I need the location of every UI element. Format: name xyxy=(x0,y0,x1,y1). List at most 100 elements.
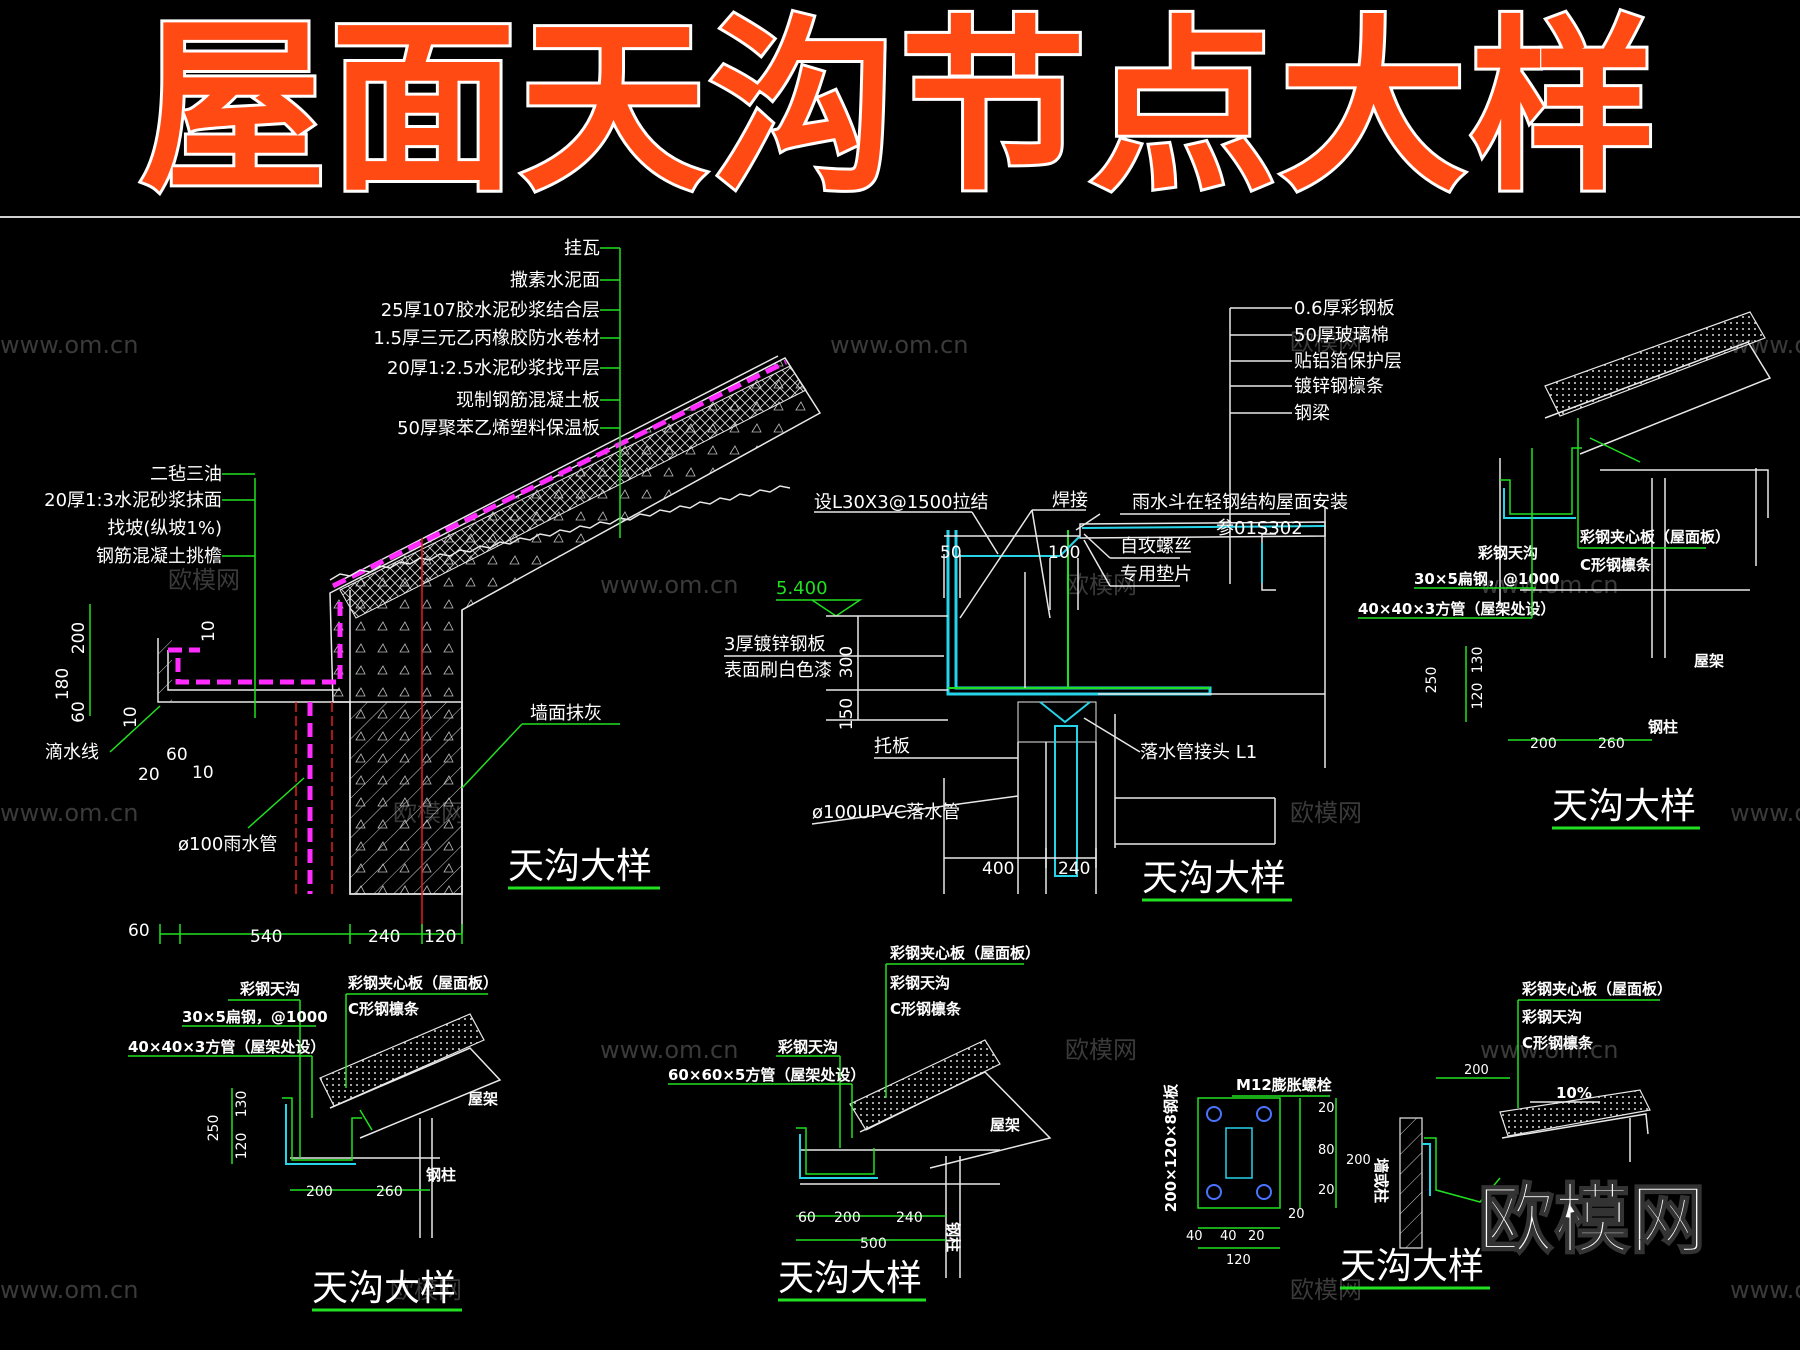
watermark: 欧模网 xyxy=(1290,799,1362,827)
watermark: www.om.cn xyxy=(600,571,738,599)
title-banner: 屋面天沟节点大样 xyxy=(0,0,1800,218)
d1-layer-label: 1.5厚三元乙丙橡胶防水卷材 xyxy=(373,328,600,349)
d6-dim: 200 xyxy=(1464,1063,1489,1078)
d2-elev-label: 5.400 xyxy=(776,578,828,599)
d2-tray-label: 托板 xyxy=(874,736,910,757)
d3-label: 彩钢夹心板（屋面板） xyxy=(1579,528,1730,546)
d1-layer-label: 20厚1:2.5水泥砂浆找平层 xyxy=(387,358,600,379)
d6-dim: 120 xyxy=(1226,1253,1251,1268)
d3-dim: 130 xyxy=(1470,647,1486,674)
d6-dim: 20 xyxy=(1318,1183,1335,1198)
d3-label: 彩钢天沟 xyxy=(1477,544,1538,562)
d6-dim: 20 xyxy=(1248,1229,1265,1244)
d4-dim: 120 xyxy=(234,1133,250,1160)
d5-label: 彩钢天沟 xyxy=(889,974,950,992)
d1-caption: 天沟大样 xyxy=(508,846,652,887)
d6-slope: 10% xyxy=(1556,1084,1592,1102)
d2-layer-label: 镀锌钢檩条 xyxy=(1294,376,1384,397)
d6-dim: 20 xyxy=(1318,1101,1335,1116)
d1-layer-label: 50厚聚苯乙烯塑料保温板 xyxy=(397,418,600,439)
d1-wall-label: 墙面抹灰 xyxy=(530,703,602,724)
d4-label: 彩钢夹心板（屋面板） xyxy=(347,974,498,992)
d6-dim: 200 xyxy=(1346,1153,1371,1168)
d2-weld-label: 焊接 xyxy=(1052,490,1088,511)
d5-dim: 240 xyxy=(896,1210,923,1226)
d2-plate-label: 3厚镀锌钢板 xyxy=(724,634,825,655)
d2-plate-label: 表面刷白色漆 xyxy=(724,660,832,681)
d1-dim: 200 xyxy=(69,622,89,654)
brand-watermark: 欧模网 xyxy=(1477,1174,1707,1265)
d1-dim-small: 60 xyxy=(166,745,188,765)
cad-drawing-canvas: 欧模网 www.om.cn www.om.cn www.om.cn 欧模网 欧模… xyxy=(0,238,1800,1312)
d4-label: C形钢檩条 xyxy=(348,1000,420,1018)
d6-dim: 20 xyxy=(1288,1207,1305,1222)
detail-3-steel-gutter: 彩钢天沟 彩钢夹心板（屋面板） 30×5扁钢，@1000 C形钢檩条 40×40… xyxy=(1358,311,1772,830)
d2-screw-label: 自攻螺丝 xyxy=(1120,536,1192,557)
d2-dim: 150 xyxy=(837,698,857,730)
detail-1-concrete-gutter: 挂瓦 撒素水泥面 25厚107胶水泥砂浆结合层 1.5厚三元乙丙橡胶防水卷材 2… xyxy=(44,238,822,947)
d1-layer-label: 挂瓦 xyxy=(564,238,600,259)
d1-dim: 60 xyxy=(69,701,89,723)
detail-4-steel-gutter: 彩钢天沟 彩钢夹心板（屋面板） 30×5扁钢，@1000 C形钢檩条 40×40… xyxy=(128,974,502,1312)
d4-label: 屋架 xyxy=(468,1090,498,1108)
d1-dim: 180 xyxy=(53,668,73,700)
detail-6-wall-gutter: M12膨胀螺栓 200×120×8钢板 20 80 20 200 20 40 4… xyxy=(1162,980,1672,1290)
d1-dim-small: 10 xyxy=(199,620,219,642)
d6-label: 200×120×8钢板 xyxy=(1162,1083,1180,1212)
d2-dim: 300 xyxy=(837,646,857,678)
d4-dim: 260 xyxy=(376,1184,403,1200)
watermark: www.om.cn xyxy=(0,799,138,827)
page-title: 屋面天沟节点大样 xyxy=(137,0,1660,218)
watermark: www.om.cn xyxy=(1480,571,1618,599)
d5-label: 钢柱 xyxy=(944,1222,962,1252)
d1-layer-labels: 挂瓦 撒素水泥面 25厚107胶水泥砂浆结合层 1.5厚三元乙丙橡胶防水卷材 2… xyxy=(373,238,620,439)
d3-dim: 120 xyxy=(1470,683,1486,710)
title-divider xyxy=(0,216,1800,218)
d4-dim: 200 xyxy=(306,1184,333,1200)
d2-ref-label: 参01S302 xyxy=(1216,518,1303,539)
d2-layer-label: 钢梁 xyxy=(1294,403,1330,424)
watermark: www.om.cn xyxy=(1730,799,1800,827)
d2-washer-label: 专用垫片 xyxy=(1120,564,1192,585)
watermark: 欧模网 xyxy=(390,1276,462,1304)
d2-dim: 240 xyxy=(1058,859,1090,879)
d3-label: 40×40×3方管（屋架处设） xyxy=(1358,600,1555,618)
d1-dim-small: 10 xyxy=(192,763,214,783)
d1-note: 二毡三油 xyxy=(150,464,222,485)
watermark: www.om.cn xyxy=(1730,1276,1800,1304)
d6-label: 彩钢夹心板（屋面板） xyxy=(1521,980,1672,998)
d2-dim: 50 xyxy=(940,543,962,563)
d4-dim: 130 xyxy=(234,1091,250,1118)
d2-layer-label: 0.6厚彩钢板 xyxy=(1294,298,1395,319)
d2-dim: 400 xyxy=(982,859,1014,879)
watermark: www.om.cn xyxy=(0,1276,138,1304)
d2-layer-labels: 0.6厚彩钢板 50厚玻璃棉 贴铝箔保护层 镀锌钢檩条 钢梁 xyxy=(1230,298,1402,424)
d4-caption: 天沟大样 xyxy=(312,1268,456,1309)
watermark: 欧模网 xyxy=(1065,571,1137,599)
d2-dim: 100 xyxy=(1048,543,1080,563)
d5-caption: 天沟大样 xyxy=(778,1258,922,1299)
d6-caption: 天沟大样 xyxy=(1340,1246,1484,1287)
d3-label: C形钢檩条 xyxy=(1580,556,1652,574)
d4-label: 40×40×3方管（屋架处设） xyxy=(128,1038,325,1056)
d3-label: 钢柱 xyxy=(1648,718,1678,736)
d1-note: 20厚1:3水泥砂浆抹面 xyxy=(44,490,222,511)
watermark: www.om.cn xyxy=(830,331,968,359)
watermark: www.om.cn xyxy=(0,331,138,359)
d2-layer-label: 50厚玻璃棉 xyxy=(1294,325,1389,346)
d1-dim-h: 60 xyxy=(128,921,150,941)
d3-dim: 250 xyxy=(1424,667,1440,694)
d1-layer-label: 25厚107胶水泥砂浆结合层 xyxy=(381,300,600,321)
d1-layer-label: 现制钢筋混凝土板 xyxy=(456,390,600,411)
d2-pipe-label: ø100UPVC落水管 xyxy=(812,802,960,823)
watermark: www.om.cn xyxy=(600,1036,738,1064)
d1-dim-h: 540 xyxy=(250,927,282,947)
watermark-layer: 欧模网 www.om.cn www.om.cn www.om.cn 欧模网 欧模… xyxy=(0,328,1800,1304)
d6-label: M12膨胀螺栓 xyxy=(1236,1076,1332,1094)
d1-dim-h: 120 xyxy=(424,927,456,947)
d5-dim: 200 xyxy=(834,1210,861,1226)
d1-pipe-label: ø100雨水管 xyxy=(178,834,277,855)
watermark: 欧模网 xyxy=(1065,1036,1137,1064)
d5-dim: 500 xyxy=(860,1236,887,1252)
d1-dim-h: 240 xyxy=(368,927,400,947)
